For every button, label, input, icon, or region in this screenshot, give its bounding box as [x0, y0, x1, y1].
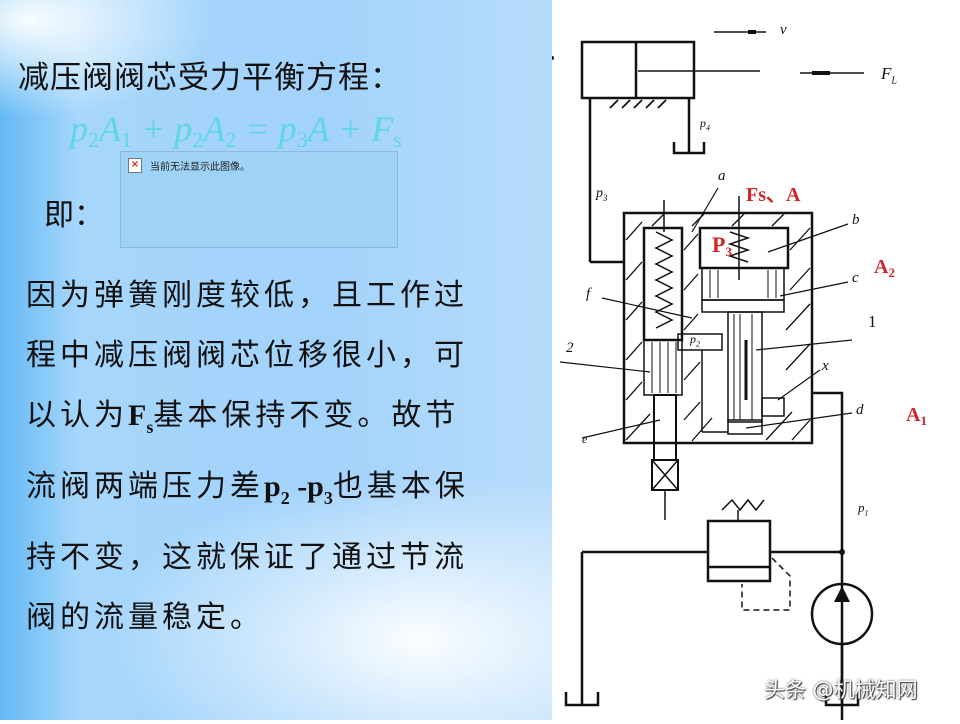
eq-var: A [99, 109, 121, 149]
text: 3 [323, 488, 333, 508]
pump-direction-arrow-icon [834, 586, 850, 602]
label-b: b [852, 212, 860, 228]
eq-sub: 1 [121, 127, 132, 152]
text: 2 [280, 488, 290, 508]
text: 1 [920, 413, 927, 428]
text: 4 [706, 123, 710, 133]
ji-label: 即： [44, 198, 104, 233]
label-p4: p4 [700, 116, 710, 132]
broken-image-message: 当前无法显示此图像。 [150, 162, 250, 173]
label-e: e [582, 432, 588, 446]
text: P [712, 232, 726, 257]
text: p [690, 332, 696, 346]
para-line-1: 因为弹簧刚度较低，且工作过 [26, 278, 468, 313]
slide-text-panel: 减压阀阀芯受力平衡方程： p2A1 + p2A2 = p3A + Fs × 当前… [0, 0, 552, 720]
text: p [596, 186, 603, 201]
para-line-4: 流阀两端压力差p2 -p3也基本保 [26, 457, 536, 528]
text: p [858, 500, 865, 515]
pressure-diff-symbol: p2 -p3 [264, 470, 333, 508]
eq-op: = [245, 109, 270, 149]
eq-op: + [141, 109, 166, 149]
red-label-fs-a: Fs、A [746, 184, 801, 206]
text: 以认为 [26, 398, 128, 433]
explanation-paragraph: 因为弹簧刚度较低，且工作过 程中减压阀阀芯位移很小，可 以认为Fs基本保持不变。… [26, 266, 536, 648]
eq-var: A [307, 109, 329, 149]
text: F [128, 399, 147, 432]
eq-var: A [203, 109, 226, 149]
text: -p [289, 470, 324, 503]
pressure-reducing-valve-body [622, 211, 814, 445]
text: A [906, 404, 921, 426]
hydraulic-cylinder [580, 40, 696, 100]
text: 2 [696, 339, 700, 349]
eq-sub: 2 [88, 127, 99, 152]
label-p1: p1 [858, 500, 869, 518]
text: L [891, 75, 897, 87]
text: 也基本保 [332, 469, 469, 504]
eq-var: p [278, 109, 297, 149]
eq-sub: 3 [296, 127, 308, 152]
force-balance-equation: p2A1 + p2A2 = p3A + Fs [70, 108, 402, 153]
text: A [874, 256, 889, 278]
eq-op: + [337, 109, 363, 149]
text: 3 [603, 192, 608, 203]
fs-symbol: Fs [128, 399, 153, 437]
red-label-p3: P3 [712, 232, 732, 260]
relief-valve [706, 519, 772, 583]
text: 流阀两端压力差 [26, 469, 264, 504]
text: p [264, 470, 281, 503]
label-a: a [718, 168, 726, 184]
label-2: 2 [566, 340, 574, 356]
label-1: 1 [868, 312, 877, 331]
para-line-6: 阀的流量稳定。 [26, 600, 264, 635]
text: 基本保持不变。故节 [153, 398, 460, 433]
text: F [881, 64, 892, 83]
hydraulic-circuit-diagram: v FL p4 p3 a b c f 1 p2 2 x d e p1 Fs、A … [550, 0, 960, 720]
text: 1 [864, 508, 869, 518]
circuit-drawing [550, 30, 874, 720]
text: s [146, 417, 154, 437]
eq-sub: s [393, 127, 402, 152]
label-c: c [852, 270, 859, 286]
text: 2 [888, 265, 895, 280]
label-p3: p3 [596, 186, 608, 203]
label-v: v [780, 22, 787, 38]
eq-var: p [174, 109, 193, 149]
eq-sub: 2 [192, 127, 204, 152]
red-label-a2: A2 [874, 256, 895, 281]
label-x: x [822, 358, 829, 374]
label-p2: p2 [690, 332, 700, 348]
text: 3 [725, 244, 732, 259]
slide-title: 减压阀阀芯受力平衡方程： [18, 60, 402, 96]
broken-image-icon: × [128, 158, 142, 173]
red-label-a1: A1 [906, 404, 927, 429]
label-fl: FL [881, 64, 897, 86]
para-line-5: 持不变，这就保证了通过节流 [26, 540, 468, 575]
para-line-2: 程中减压阀阀芯位移很小，可 [26, 338, 468, 373]
broken-image-placeholder: × 当前无法显示此图像。 [120, 151, 398, 248]
label-d: d [856, 402, 864, 418]
eq-sub: 2 [225, 127, 237, 152]
eq-var: F [371, 109, 394, 149]
text: p [700, 116, 706, 130]
watermark: 头条 @机械知网 [764, 678, 918, 702]
para-line-3: 以认为Fs基本保持不变。故节 [26, 386, 536, 457]
eq-var: p [70, 109, 88, 149]
label-f: f [586, 286, 591, 302]
